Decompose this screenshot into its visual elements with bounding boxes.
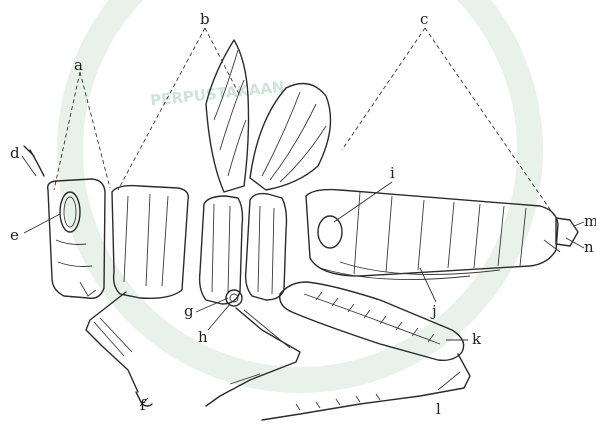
label-b: b bbox=[200, 10, 210, 28]
label-a: a bbox=[74, 56, 83, 74]
label-d: d bbox=[10, 144, 20, 162]
coxa bbox=[226, 290, 242, 306]
antenna bbox=[24, 146, 44, 176]
tympanum bbox=[318, 216, 342, 248]
label-k: k bbox=[472, 330, 482, 348]
abdomen bbox=[306, 190, 578, 280]
forewing bbox=[206, 40, 249, 192]
label-i: i bbox=[390, 164, 395, 182]
cerci bbox=[556, 218, 578, 246]
label-c: c bbox=[420, 10, 428, 28]
label-f: f bbox=[140, 396, 147, 414]
label-g: g bbox=[184, 302, 194, 320]
watermark-text: PERPUSTAKAAN bbox=[149, 78, 285, 110]
label-n: n bbox=[584, 238, 594, 256]
watermark: PERPUSTAKAAN bbox=[70, 0, 530, 380]
label-m: m bbox=[584, 212, 596, 230]
label-h: h bbox=[198, 328, 208, 346]
label-e: e bbox=[10, 226, 19, 244]
label-j: j bbox=[430, 302, 437, 320]
label-l: l bbox=[436, 400, 441, 418]
